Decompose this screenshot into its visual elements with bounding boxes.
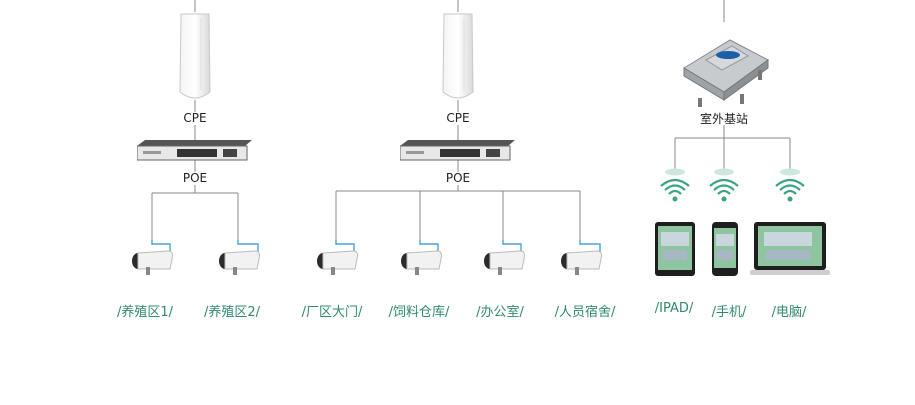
cpe-device-1 [177, 12, 213, 102]
camera-icon [399, 245, 443, 277]
phone-icon [712, 222, 738, 276]
camera-icon [217, 245, 261, 277]
poe-label-1: POE [182, 171, 208, 185]
tablet-icon [655, 222, 695, 276]
area-label: /厂区大门/ [301, 305, 363, 320]
area-label: /养殖区2/ [203, 305, 261, 320]
poe-label-2: POE [445, 171, 471, 185]
cpe-label-1: CPE [183, 111, 207, 125]
area-label: /养殖区1/ [116, 305, 174, 320]
camera-icon [482, 245, 526, 277]
wifi-icon [709, 168, 739, 206]
client-label: /电脑/ [771, 305, 807, 320]
area-label: /办公室/ [476, 305, 524, 320]
area-label: /人员宿舍/ [554, 305, 616, 320]
poe-switch-2 [399, 140, 515, 162]
poe-switch-1 [136, 140, 252, 162]
base-station-label: 室外基站 [699, 112, 749, 126]
camera-icon [559, 245, 603, 277]
camera-icon [315, 245, 359, 277]
client-label: /IPAD/ [654, 301, 694, 316]
cpe-label-2: CPE [446, 111, 470, 125]
wifi-icon [775, 168, 805, 206]
laptop-icon [750, 222, 830, 276]
outdoor-base-station [678, 20, 773, 110]
client-label: /手机/ [711, 305, 747, 320]
cpe-device-2 [440, 12, 476, 102]
camera-icon [130, 245, 174, 277]
area-label: /饲料仓库/ [388, 305, 450, 320]
wifi-icon [660, 168, 690, 206]
